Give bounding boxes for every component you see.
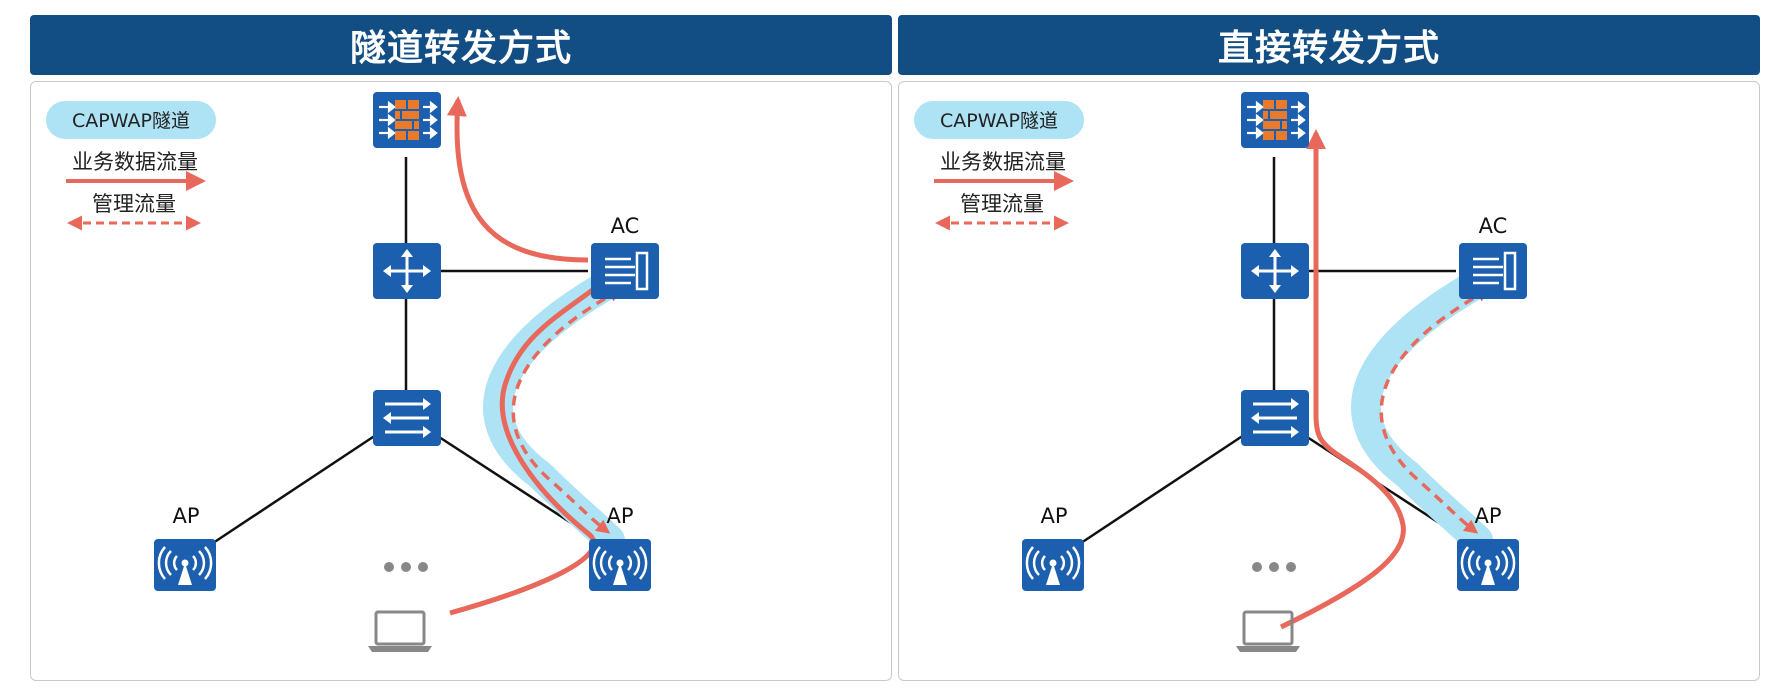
switch-icon bbox=[1241, 390, 1309, 446]
link-switch-ap-left bbox=[1077, 433, 1245, 547]
router-icon bbox=[1241, 243, 1309, 299]
legend: CAPWAP隧道 业务数据流量 管理流量 bbox=[914, 101, 1084, 231]
legend-data-flow-label: 业务数据流量 bbox=[940, 150, 1066, 174]
ap-right-label: AP bbox=[1474, 504, 1501, 528]
firewall-icon bbox=[1241, 92, 1309, 148]
switch-icon bbox=[373, 390, 441, 446]
ap-left-label: AP bbox=[172, 504, 199, 528]
legend-data-flow-label: 业务数据流量 bbox=[72, 150, 198, 174]
router-icon bbox=[373, 243, 441, 299]
network-diagram: CAPWAP隧道 业务数据流量 管理流量 bbox=[914, 92, 1527, 652]
access-point-icon bbox=[154, 539, 216, 591]
ac-label: AC bbox=[611, 214, 640, 238]
ellipsis-icon bbox=[384, 562, 428, 572]
access-point-icon bbox=[1457, 539, 1519, 591]
links bbox=[209, 157, 606, 547]
legend-tunnel-label: CAPWAP隧道 bbox=[940, 110, 1058, 132]
panel-direct-forwarding: 直接转发方式 CAPWAP隧道 业务数据流量 管理流量 bbox=[898, 15, 1760, 681]
legend-mgmt-flow-label: 管理流量 bbox=[92, 192, 176, 216]
panel-tunnel-forwarding: 隧道转发方式 CAPWAP隧道 业务数据流量 管理流量 bbox=[30, 15, 892, 681]
panel-title: 直接转发方式 bbox=[898, 15, 1760, 75]
panel-title: 隧道转发方式 bbox=[30, 15, 892, 75]
ellipsis-icon bbox=[1252, 562, 1296, 572]
data-flow-arrow bbox=[1279, 129, 1406, 630]
network-diagram: CAPWAP隧道 业务数据流量 管理流量 bbox=[46, 15, 659, 652]
legend-tunnel-swatch bbox=[46, 101, 216, 139]
firewall-icon bbox=[373, 92, 441, 148]
ap-right-label: AP bbox=[606, 504, 633, 528]
management-flow-arrow bbox=[1379, 288, 1491, 534]
laptop-icon bbox=[368, 610, 432, 652]
access-controller-icon bbox=[1459, 243, 1527, 299]
legend-tunnel-swatch bbox=[914, 101, 1084, 139]
management-flow-arrow bbox=[511, 288, 623, 534]
legend-tunnel-label: CAPWAP隧道 bbox=[72, 110, 190, 132]
data-flow-arrow bbox=[450, 100, 604, 616]
ac-label: AC bbox=[1479, 214, 1508, 238]
link-switch-ap-left bbox=[209, 433, 377, 547]
capwap-tunnel bbox=[1351, 267, 1495, 555]
legend-mgmt-flow-label: 管理流量 bbox=[960, 192, 1044, 216]
laptop-icon bbox=[1236, 610, 1300, 652]
access-point-icon bbox=[1022, 539, 1084, 591]
ap-left-label: AP bbox=[1040, 504, 1067, 528]
legend: CAPWAP隧道 业务数据流量 管理流量 bbox=[46, 101, 216, 231]
access-point-icon bbox=[589, 539, 651, 591]
access-controller-icon bbox=[591, 243, 659, 299]
diagram-area bbox=[898, 81, 1760, 681]
